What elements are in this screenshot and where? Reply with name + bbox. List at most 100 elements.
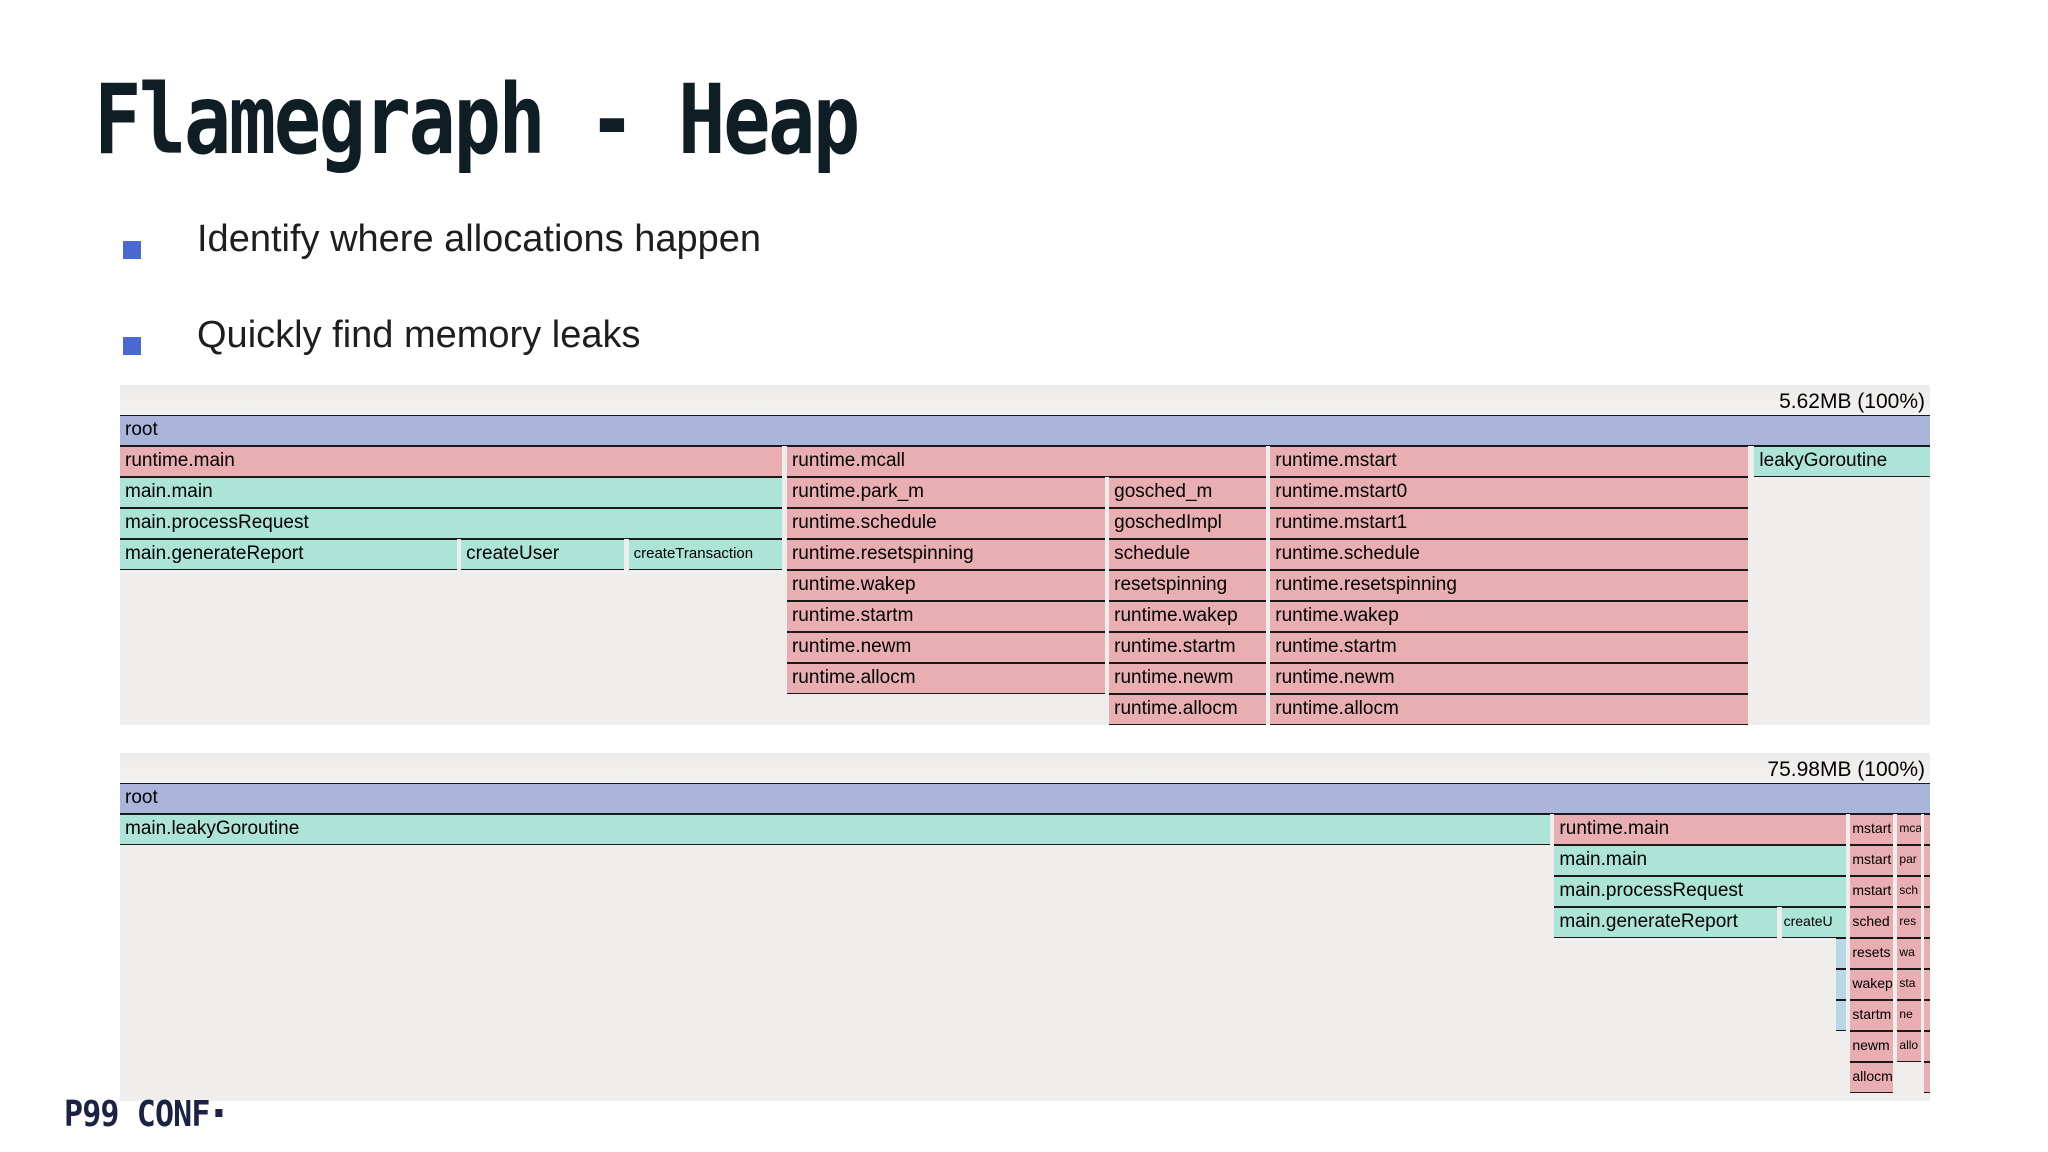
flame-box[interactable]: goschedImpl xyxy=(1109,508,1266,539)
flame-box[interactable]: mstart xyxy=(1850,845,1893,876)
flame-box[interactable]: sch xyxy=(1897,876,1921,907)
flame-box[interactable]: wa xyxy=(1897,938,1921,969)
flame-box[interactable]: newm xyxy=(1850,1031,1893,1062)
flame-box[interactable] xyxy=(1924,845,1930,876)
flame-box[interactable] xyxy=(1924,907,1930,938)
flame-box[interactable]: resets xyxy=(1850,938,1893,969)
logo-dot-icon xyxy=(215,1109,223,1117)
flame-box[interactable]: runtime.resetspinning xyxy=(786,539,1105,570)
flame-row: main.leakyGoroutineruntime.mainmstartmca… xyxy=(120,814,1930,845)
flame-box[interactable]: wakep xyxy=(1850,969,1893,1000)
flame-box[interactable]: runtime.startm xyxy=(786,601,1105,632)
flame-box[interactable]: runtime.wakep xyxy=(1109,601,1266,632)
p99-conf-logo: P99 CONF xyxy=(64,1094,223,1135)
flame-box[interactable]: createTransaction xyxy=(628,539,783,570)
flame-box[interactable]: runtime.park_m xyxy=(786,477,1105,508)
flame-box[interactable] xyxy=(1835,1000,1846,1031)
flame-box[interactable] xyxy=(1924,938,1930,969)
flame-box[interactable]: runtime.allocm xyxy=(1270,694,1749,725)
flame-box[interactable]: mstart xyxy=(1850,876,1893,907)
flame-box[interactable]: main.main xyxy=(120,477,783,508)
flame-box[interactable]: schedule xyxy=(1109,539,1266,570)
flame-box[interactable]: main.main xyxy=(1554,845,1846,876)
flame-box[interactable]: startm xyxy=(1850,1000,1893,1031)
flame-box[interactable]: runtime.resetspinning xyxy=(1270,570,1749,601)
flame-box[interactable] xyxy=(1924,969,1930,1000)
flame-box[interactable]: runtime.newm xyxy=(1109,663,1266,694)
bullet-item: Identify where allocations happen xyxy=(197,218,762,260)
bullet-square-icon xyxy=(123,337,141,355)
flame-box[interactable] xyxy=(1924,1062,1930,1093)
flame-box[interactable]: runtime.main xyxy=(1554,814,1846,845)
flame-box[interactable]: leakyGoroutine xyxy=(1754,446,1930,477)
flame-box[interactable] xyxy=(1924,1031,1930,1062)
flame-box[interactable]: main.processRequest xyxy=(120,508,783,539)
flamegraph-total-label: 5.62MB (100%) xyxy=(120,385,1930,415)
flame-box[interactable]: runtime.mcall xyxy=(786,446,1266,477)
flame-box[interactable]: allocm xyxy=(1850,1062,1893,1093)
flame-box[interactable]: main.generateReport xyxy=(120,539,457,570)
flame-box[interactable]: sched xyxy=(1850,907,1893,938)
flame-box[interactable]: sta xyxy=(1897,969,1921,1000)
flame-box[interactable] xyxy=(1924,876,1930,907)
flame-box[interactable]: runtime.wakep xyxy=(786,570,1105,601)
flame-box[interactable]: root xyxy=(120,783,1930,814)
flame-box[interactable]: allo xyxy=(1897,1031,1921,1062)
flame-box[interactable]: mstart xyxy=(1850,814,1893,845)
flame-box[interactable]: gosched_m xyxy=(1109,477,1266,508)
flame-row: allocm xyxy=(120,1062,1930,1093)
flame-box[interactable]: resetspinning xyxy=(1109,570,1266,601)
flame-box[interactable]: mcal xyxy=(1897,814,1921,845)
flame-box[interactable]: runtime.startm xyxy=(1270,632,1749,663)
flame-box[interactable]: runtime.mstart0 xyxy=(1270,477,1749,508)
flame-box[interactable]: runtime.mstart xyxy=(1270,446,1749,477)
flame-box[interactable]: createU xyxy=(1781,907,1846,938)
flame-box[interactable]: runtime.schedule xyxy=(786,508,1105,539)
flame-box[interactable]: root xyxy=(120,415,1930,446)
flame-box[interactable]: runtime.startm xyxy=(1109,632,1266,663)
flame-box[interactable] xyxy=(1835,938,1846,969)
flame-box[interactable]: par xyxy=(1897,845,1921,876)
flame-box[interactable]: ne xyxy=(1897,1000,1921,1031)
flame-box[interactable]: runtime.allocm xyxy=(1109,694,1266,725)
flamegraph-total-label: 75.98MB (100%) xyxy=(120,753,1930,783)
flame-box[interactable]: runtime.schedule xyxy=(1270,539,1749,570)
flame-box[interactable] xyxy=(1924,1000,1930,1031)
page-title: Flamegraph - Heap xyxy=(94,64,860,176)
flame-row: root xyxy=(120,783,1930,814)
flame-box[interactable]: runtime.newm xyxy=(1270,663,1749,694)
bullet-item: Quickly find memory leaks xyxy=(197,314,641,356)
flame-box[interactable]: runtime.allocm xyxy=(786,663,1105,694)
flame-box[interactable]: runtime.main xyxy=(120,446,783,477)
flame-box[interactable]: main.processRequest xyxy=(1554,876,1846,907)
bullet-square-icon xyxy=(123,241,141,259)
flame-box[interactable]: main.generateReport xyxy=(1554,907,1778,938)
flame-box[interactable] xyxy=(1835,969,1846,1000)
logo-text: P99 CONF xyxy=(64,1094,210,1135)
flame-row: root xyxy=(120,415,1930,446)
flame-box[interactable]: res xyxy=(1897,907,1921,938)
flame-box[interactable]: createUser xyxy=(461,539,625,570)
flame-box[interactable]: runtime.mstart1 xyxy=(1270,508,1749,539)
flame-box[interactable]: runtime.newm xyxy=(786,632,1105,663)
flame-box[interactable]: main.leakyGoroutine xyxy=(120,814,1550,845)
flame-box[interactable]: runtime.wakep xyxy=(1270,601,1749,632)
flame-box[interactable] xyxy=(1924,814,1930,845)
